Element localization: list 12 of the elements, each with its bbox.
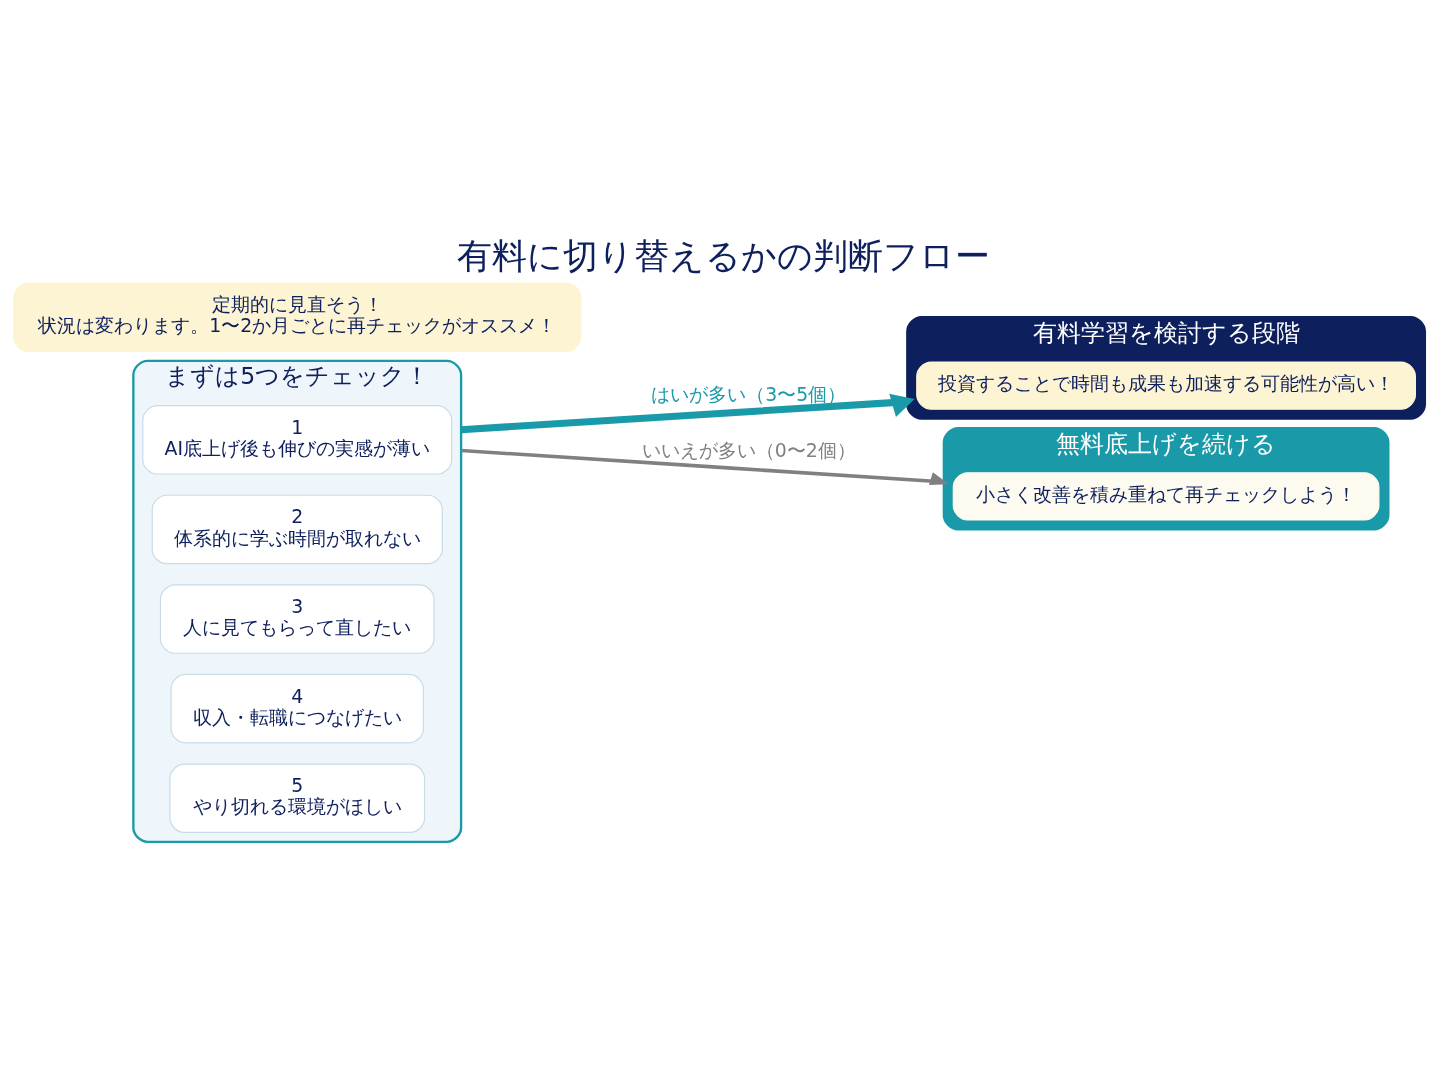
node-box: 4 収入・転職につなげたい	[170, 673, 424, 744]
node-box: 2 体系的に学ぶ時間が取れない	[151, 494, 443, 565]
node-box: 3 人に見てもらって直したい	[159, 584, 435, 654]
node-box: 投資することで時間も成果も加速する可能性が高い！	[916, 361, 1416, 410]
node-box: 小さく改善を積み重ねて再チェックしよう！	[952, 472, 1380, 521]
diagram-title: 有料に切り替えるかの判断フロー	[457, 234, 991, 276]
node-box: 定期的に見直そう！ 状況は変わります。1〜2か月ごとに再チェックがオススメ！	[13, 282, 582, 352]
node-box: 1 AI底上げ後も伸びの実感が薄い	[142, 405, 453, 475]
node-box: 5 やり切れる環境がほしい	[169, 763, 426, 833]
arrow	[460, 393, 915, 434]
edge-label: いいえが多い（0〜2個）	[641, 439, 856, 462]
arrow	[461, 448, 949, 485]
